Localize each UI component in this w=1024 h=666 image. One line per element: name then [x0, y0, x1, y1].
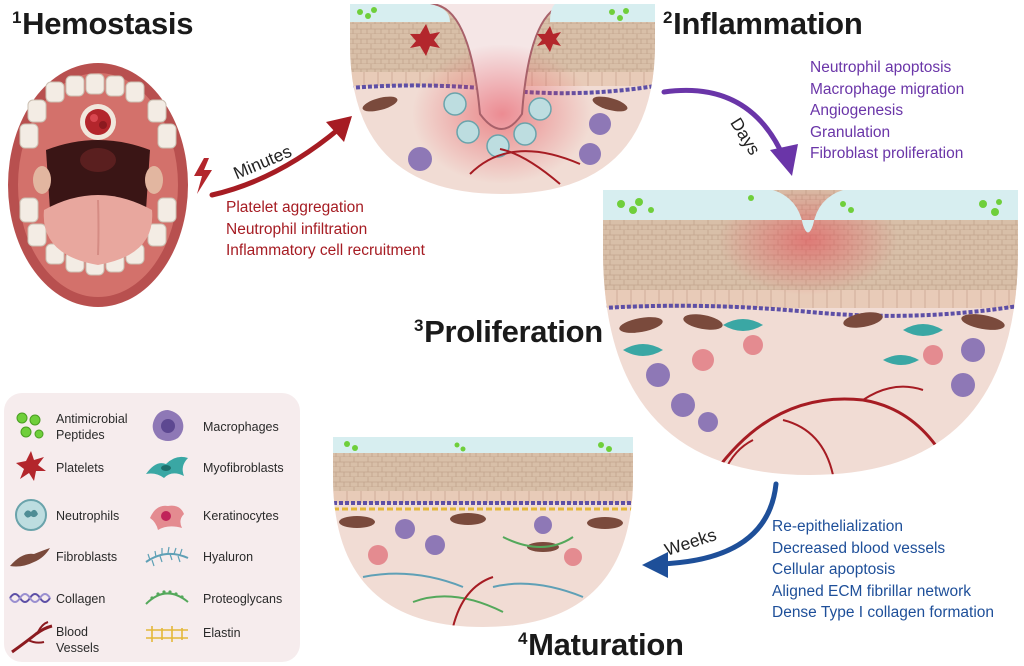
description-line: Macrophage migration	[810, 80, 965, 98]
description-line: Decreased blood vessels	[772, 539, 946, 557]
description-line: Granulation	[810, 123, 891, 141]
description-line: Dense Type I collagen formation	[772, 604, 995, 622]
neutrophil-icon	[15, 499, 47, 531]
legend-label-myofibroblasts: Myofibroblasts	[203, 461, 284, 475]
stage-label: Inflammation	[673, 6, 863, 41]
legend-label-elastin: Elastin	[203, 626, 241, 640]
legend-label-proteoglycans: Proteoglycans	[203, 592, 283, 606]
tissue-inflammation	[350, 4, 655, 194]
description-line: Fibroblast proliferation	[810, 145, 964, 163]
legend-label-line: Antimicrobial	[56, 412, 128, 426]
description-line: Cellular apoptosis	[772, 561, 896, 579]
description-line: Neutrophil apoptosis	[810, 59, 952, 76]
stage-title-proliferation: 3Proliferation	[414, 314, 603, 350]
legend-label-fibroblasts: Fibroblasts	[56, 550, 118, 564]
description-line: Re-epithelialization	[772, 518, 903, 535]
legend	[4, 393, 300, 662]
hyaluron-icon	[145, 546, 189, 567]
description-line: Aligned ECM fibrillar network	[772, 582, 971, 600]
collagen-icon	[9, 593, 51, 603]
pain-bolt-icon	[194, 158, 212, 194]
myofibroblast-icon	[146, 456, 188, 478]
antimicrobial-peptides-icon	[16, 412, 44, 439]
stage-label: Proliferation	[424, 314, 603, 349]
arrow-minutes	[209, 116, 352, 198]
legend-label-platelets: Platelets	[56, 461, 104, 475]
legend-label-hyaluron: Hyaluron	[203, 550, 254, 564]
inflammation-description: Neutrophil apoptosis Macrophage migratio…	[810, 57, 964, 165]
stage-number: 3	[414, 316, 424, 335]
legend-label-keratinocytes: Keratinocytes	[203, 509, 279, 523]
legend-label-neutrophils: Neutrophils	[56, 509, 120, 523]
legend-label-collagen: Collagen	[56, 592, 106, 606]
legend-label-line: Vessels	[56, 641, 100, 655]
maturation-description: Re-epithelialization Decreased blood ves…	[772, 516, 994, 624]
open-mouth-illustration	[8, 63, 188, 307]
platelet-icon	[16, 451, 46, 481]
description-line: Inflammatory cell recruitment	[226, 242, 425, 260]
stage-number: 4	[518, 629, 528, 648]
hemostasis-description: Platelet aggregation Neutrophil infiltra…	[226, 197, 425, 262]
macrophage-icon	[152, 410, 184, 441]
arrow-days	[661, 87, 798, 176]
description-line: Neutrophil infiltration	[226, 220, 368, 238]
legend-label-macrophages: Macrophages	[203, 420, 279, 434]
arrow-weeks	[642, 481, 779, 578]
legend-label-line: Peptides	[56, 428, 105, 442]
stage-title-inflammation: 2Inflammation	[663, 6, 863, 42]
stage-label: Hemostasis	[22, 6, 194, 41]
stage-number: 2	[663, 8, 673, 27]
stage-title-hemostasis: 1Hemostasis	[12, 6, 193, 42]
elastin-icon	[146, 626, 188, 642]
proteoglycan-icon	[145, 590, 189, 605]
blood-vessel-icon	[11, 621, 53, 654]
keratinocyte-icon	[150, 505, 184, 530]
tissue-maturation	[333, 437, 633, 627]
description-line: Angiogenesis	[810, 102, 904, 120]
fibroblast-icon	[10, 548, 50, 567]
legend-label-line: Blood	[56, 625, 88, 639]
stage-title-maturation: 4Maturation	[518, 627, 684, 663]
stage-number: 1	[12, 8, 22, 27]
stage-label: Maturation	[528, 627, 684, 662]
description-line: Platelet aggregation	[226, 199, 364, 216]
tissue-proliferation	[603, 190, 1018, 475]
